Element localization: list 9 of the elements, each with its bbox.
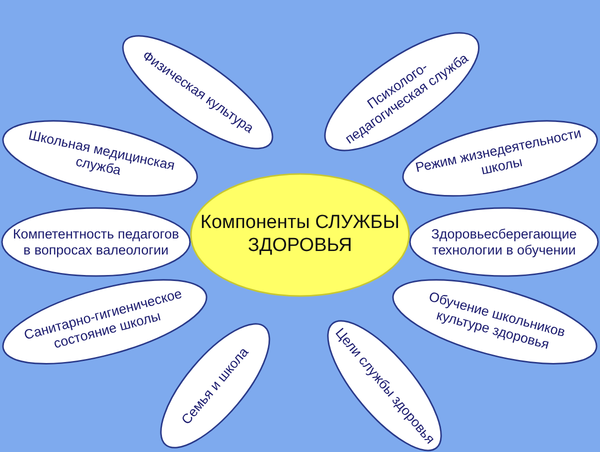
petal-ellipse: [2, 279, 208, 365]
petal-label: Компетентность педагогов в вопросах валеологии: [12, 226, 180, 258]
petal-ellipse: [2, 120, 198, 196]
petal-ellipse: [409, 207, 599, 277]
petal-ellipse: [1, 207, 191, 277]
center-title: Компоненты СЛУЖБЫ ЗДОРОВЬЯ: [200, 212, 400, 258]
petal-ellipse: [392, 279, 598, 365]
petal-label: Здоровьесберегающие технологии в обучении: [430, 226, 578, 258]
center-ellipse: [190, 173, 410, 297]
